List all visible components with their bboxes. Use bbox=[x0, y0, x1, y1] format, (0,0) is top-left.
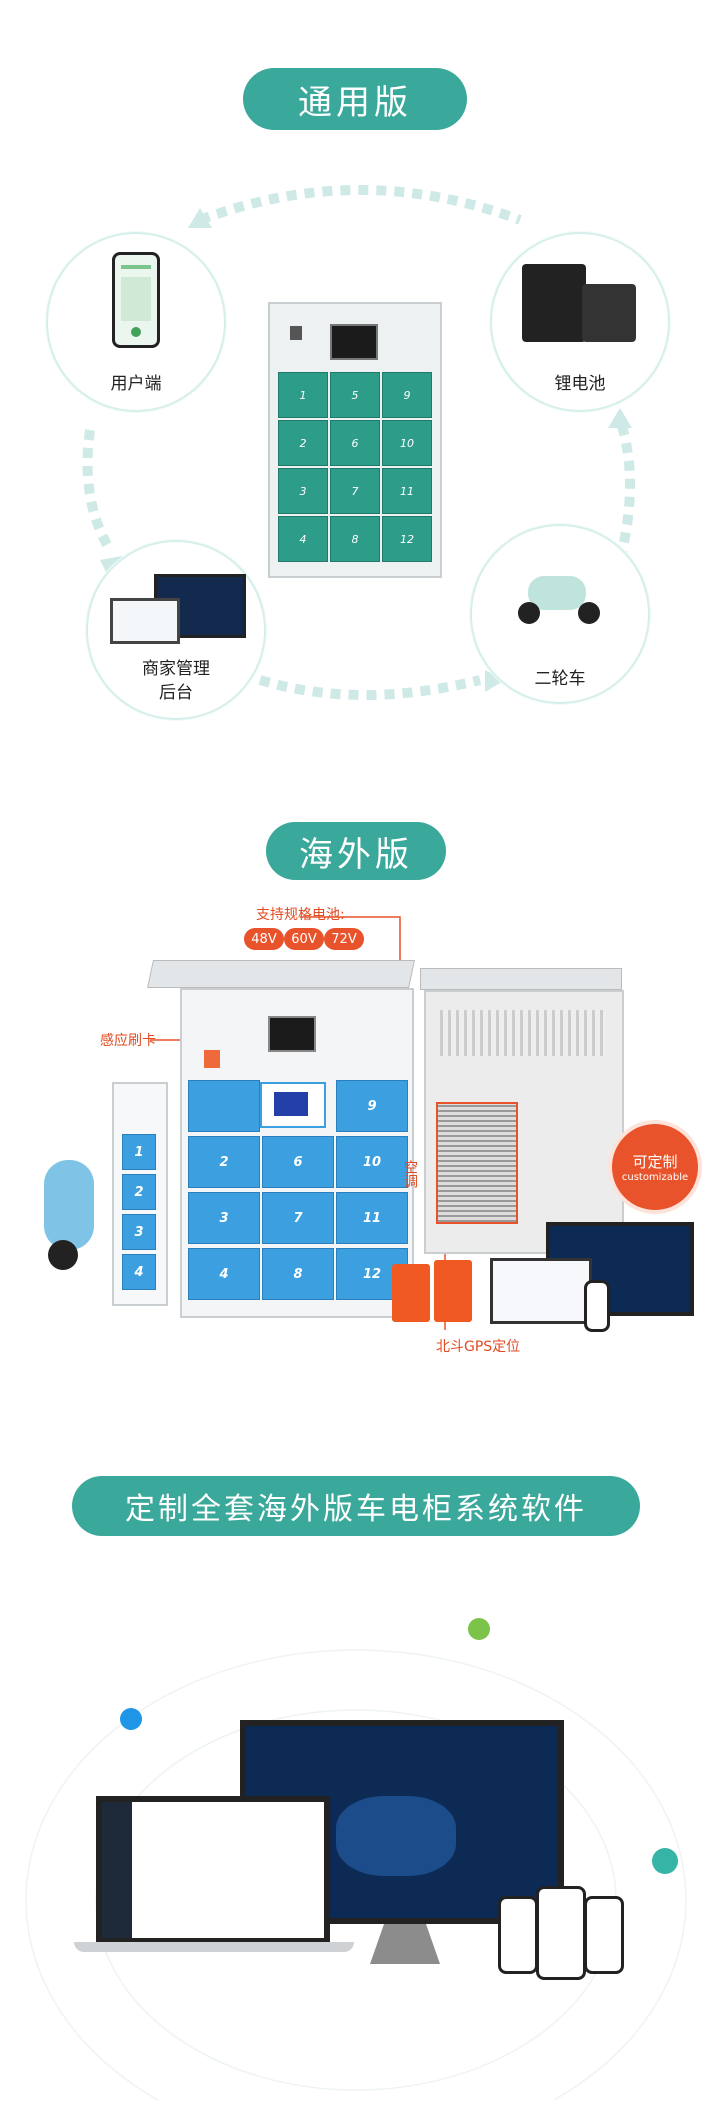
phone-device bbox=[584, 1280, 610, 1332]
locker-cell: 2 bbox=[278, 420, 328, 466]
section1-title: 通用版 bbox=[243, 68, 467, 130]
blue-dot bbox=[120, 1708, 142, 1730]
merchant-label-2: 后台 bbox=[159, 683, 193, 703]
locker-cell: 7 bbox=[330, 468, 380, 514]
section3-title: 定制全套海外版车电柜系统软件 bbox=[72, 1476, 640, 1536]
locker-cell: 6 bbox=[330, 420, 380, 466]
customizable-cn: 可定制 bbox=[632, 1153, 678, 1171]
locker-cell: 5 bbox=[330, 372, 380, 418]
voltage-72v: 72V bbox=[324, 928, 364, 950]
overseas-locker-cell: 4 bbox=[188, 1248, 260, 1300]
vent-panel bbox=[440, 1010, 606, 1056]
teal-dot bbox=[652, 1848, 678, 1874]
grey-cabinet bbox=[424, 990, 624, 1254]
beidou-gps-label: 北斗GPS定位 bbox=[436, 1339, 521, 1355]
battery-node: 锂电池 bbox=[490, 232, 670, 412]
battery-icon-small bbox=[582, 284, 636, 342]
card-sensor-label: 感应刷卡 bbox=[100, 1033, 156, 1049]
laptop bbox=[490, 1258, 592, 1324]
user-app-node: 用户端 bbox=[46, 232, 226, 412]
locker-cell: 1 bbox=[278, 372, 328, 418]
section3-title-text: 定制全套海外版车电柜系统软件 bbox=[125, 1492, 587, 1527]
green-dot bbox=[468, 1618, 490, 1640]
orange-battery-2 bbox=[434, 1260, 472, 1322]
smartphone-icon bbox=[112, 252, 160, 348]
phone-3 bbox=[584, 1896, 624, 1974]
locker-cell: 10 bbox=[382, 420, 432, 466]
overseas-locker-cell: 8 bbox=[262, 1248, 334, 1300]
card-reader-icon bbox=[204, 1050, 220, 1068]
overseas-locker-cell: 9 bbox=[336, 1080, 408, 1132]
voltage-48v: 48V bbox=[244, 928, 284, 950]
locker-cell: 11 bbox=[382, 468, 432, 514]
cabinet-screen bbox=[268, 1016, 316, 1052]
overseas-locker-cell: 7 bbox=[262, 1192, 334, 1244]
battery-label: 锂电池 bbox=[554, 374, 606, 394]
control-screen bbox=[330, 324, 378, 360]
scooter-node: 二轮车 bbox=[470, 524, 650, 704]
user-app-label: 用户端 bbox=[110, 374, 162, 394]
voltage-60v: 60V bbox=[284, 928, 324, 950]
overseas-locker-cell: 6 bbox=[262, 1136, 334, 1188]
customizable-en: customizable bbox=[621, 1172, 689, 1183]
open-compartment bbox=[260, 1082, 326, 1128]
battery-icon bbox=[522, 264, 586, 342]
solar-canopy bbox=[147, 960, 415, 988]
laptop-icon bbox=[110, 598, 180, 644]
scooter-icon bbox=[518, 558, 602, 628]
locker-cell: 12 bbox=[382, 516, 432, 562]
phone-1 bbox=[498, 1896, 538, 1974]
merchant-backend-node: 商家管理 后台 bbox=[86, 540, 266, 720]
locker-cell: 9 bbox=[382, 372, 432, 418]
customizable-badge[interactable]: 可定制 customizable bbox=[612, 1124, 698, 1210]
side-locker-cell: 4 bbox=[122, 1254, 156, 1290]
overseas-locker-cell: 2 bbox=[188, 1136, 260, 1188]
side-locker-cell: 2 bbox=[122, 1174, 156, 1210]
overseas-locker-cell: 3 bbox=[188, 1192, 260, 1244]
locker-cell: 8 bbox=[330, 516, 380, 562]
phone-2 bbox=[536, 1886, 586, 1980]
grey-canopy bbox=[420, 968, 622, 990]
supported-batteries-label: 支持规格电池: bbox=[256, 907, 345, 923]
side-locker: 1 2 3 4 bbox=[112, 1082, 168, 1306]
side-locker-cell: 1 bbox=[122, 1134, 156, 1170]
orange-battery-1 bbox=[392, 1264, 430, 1322]
locker-cell: 3 bbox=[278, 468, 328, 514]
side-locker-cell: 3 bbox=[122, 1214, 156, 1250]
ac-unit bbox=[436, 1102, 518, 1224]
scooter-label: 二轮车 bbox=[534, 669, 586, 689]
overseas-locker-cell bbox=[188, 1080, 260, 1132]
locker-cell: 4 bbox=[278, 516, 328, 562]
blue-scooter-icon bbox=[14, 1140, 104, 1280]
big-laptop bbox=[96, 1796, 330, 1944]
merchant-label-1: 商家管理 bbox=[142, 659, 210, 679]
section2-title-text: 海外版 bbox=[299, 834, 413, 875]
section1-title-text: 通用版 bbox=[298, 82, 412, 123]
overseas-locker-cell: 10 bbox=[336, 1136, 408, 1188]
ac-label: 空调 bbox=[402, 1160, 418, 1188]
laptop-base bbox=[74, 1942, 354, 1952]
overseas-locker-cell: 11 bbox=[336, 1192, 408, 1244]
section2-title: 海外版 bbox=[266, 822, 446, 880]
